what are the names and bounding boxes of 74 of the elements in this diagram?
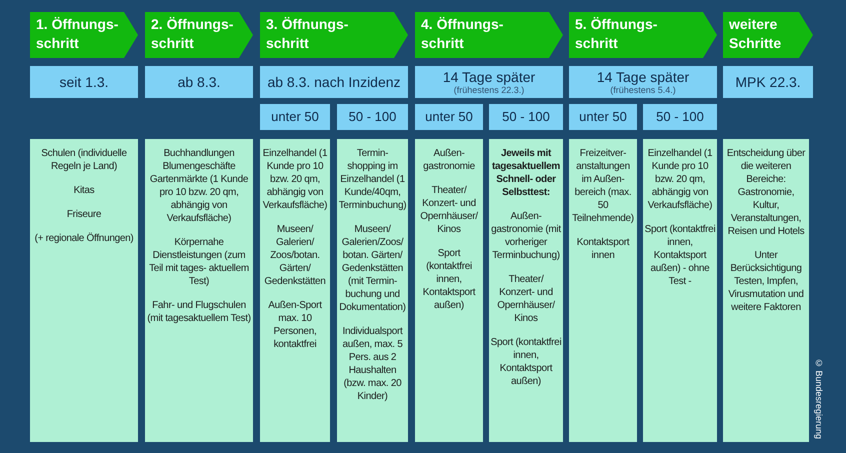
date-note: (frühestens 5.4.) xyxy=(610,85,676,95)
incidence-box xyxy=(643,104,717,130)
incidence-range: unter 50 xyxy=(425,108,473,126)
incidence-box xyxy=(569,104,637,130)
measure-text: Museen/ Galerien/ Zoos/botan. Gärten/ Gedenkstätten xyxy=(263,223,327,288)
measures-column xyxy=(30,139,138,442)
measure-text: Theater/ Konzert- und Opernhäuser/ Kinos xyxy=(496,273,556,325)
step-header xyxy=(30,12,138,58)
step-title: 1. Öffnungs- schritt xyxy=(35,15,120,53)
measure-text: Buchhandlungen Blumengeschäfte Gartenmärkte (1 Kunde pro 10 bzw. 20 qm, abhängig von Verkaufsfläche) xyxy=(148,147,250,225)
incidence-range: 50 - 100 xyxy=(502,108,550,126)
measures-column xyxy=(489,139,563,442)
measure-text: (+ regionale Öffnungen) xyxy=(34,232,134,245)
measures-column xyxy=(145,139,253,442)
step-title: 2. Öffnungs- schritt xyxy=(150,15,234,53)
date-text: 14 Tage später xyxy=(442,69,536,85)
measure-text: Körpernahe Dienstleistungen (zum Teil mit tages- aktuellem Test) xyxy=(148,236,250,288)
measure-text: Unter Berücksichtigung Testen, Impfen, Virusmutation und weitere Faktoren xyxy=(727,249,805,314)
step-header xyxy=(260,12,408,58)
date-box xyxy=(569,66,717,98)
step-header xyxy=(723,12,813,58)
step-title: weitere Schritte xyxy=(728,15,782,53)
measure-text: Termin- shopping im Einzelhandel (1 Kunde/40qm, Terminbuchung) xyxy=(338,147,407,212)
step-title: 3. Öffnungs- schritt xyxy=(265,15,350,53)
step-header xyxy=(415,12,563,58)
date-text: 14 Tage später xyxy=(596,69,690,85)
step-header xyxy=(145,12,253,58)
measure-text: Theater/ Konzert- und Opernhäuser/ Kinos xyxy=(419,184,479,236)
incidence-range: 50 - 100 xyxy=(656,108,704,126)
credit-text: © Bundesregierung xyxy=(813,358,824,440)
measure-text: Außen- gastronomie xyxy=(422,147,476,173)
date-note: (frühestens 22.3.) xyxy=(454,85,524,95)
measure-text: Museen/ Galerien/Zoos/ botan. Gärten/ Gedenkstätten (mit Termin- buchung und Dokumentation) xyxy=(338,223,407,314)
measure-text: Kitas xyxy=(74,184,94,197)
measures-column xyxy=(723,139,809,442)
measures-column xyxy=(643,139,717,442)
date-box xyxy=(145,66,253,98)
incidence-box xyxy=(337,104,408,130)
measure-text: Sport (kontaktfrei innen, Kontaktsport außen) - ohne Test - xyxy=(644,223,716,288)
date-box xyxy=(723,66,813,98)
incidence-box xyxy=(415,104,483,130)
step-header xyxy=(569,12,717,58)
measure-text: Fahr- und Flugschulen (mit tagesaktuellem Test) xyxy=(146,299,252,325)
date-box xyxy=(415,66,563,98)
measure-text: Außen- gastronomie (mit vorheriger Terminbuchung) xyxy=(490,210,562,262)
measures-column xyxy=(337,139,408,442)
step-title: 5. Öffnungs- schritt xyxy=(574,15,658,53)
measure-text: Jeweils mit tagesaktuellem Schnell- oder Selbsttest: xyxy=(490,147,562,199)
measure-text: Entscheidung über die weiteren Bereiche: Gastronomie, Kultur, Veranstaltungen, Reisen und Hotels xyxy=(726,147,806,238)
incidence-range: 50 - 100 xyxy=(348,108,396,126)
incidence-range: unter 50 xyxy=(271,108,319,126)
measure-text: Sport (kontaktfrei innen, Kontaktsport außen) xyxy=(422,247,476,312)
measure-text: Individualsport außen, max. 5 Pers. aus 2 Haushalten (bzw. max. 20 Kinder) xyxy=(341,325,404,403)
measure-text: Einzelhandel (1 Kunde pro 10 bzw. 20 qm, abhängig von Verkaufsfläche) xyxy=(646,147,714,212)
date-text: MPK 22.3. xyxy=(735,74,801,90)
measure-text: Schulen (individuelle Regeln je Land) xyxy=(40,147,128,173)
step-title: 4. Öffnungs- schritt xyxy=(420,15,504,53)
incidence-range: unter 50 xyxy=(579,108,627,126)
measure-text: Einzelhandel (1 Kunde pro 10 bzw. 20 qm, abhängig von Verkaufsfläche) xyxy=(262,147,328,212)
measures-column xyxy=(260,139,330,442)
date-text: ab 8.3. nach Inzidenz xyxy=(267,74,401,90)
measure-text: Sport (kontaktfrei innen, Kontaktsport außen) xyxy=(490,336,562,388)
measures-column xyxy=(415,139,483,442)
incidence-box xyxy=(260,104,330,130)
measure-text: Kontaktsport innen xyxy=(576,236,630,262)
measures-column xyxy=(569,139,637,442)
date-box xyxy=(30,66,138,98)
incidence-box xyxy=(489,104,563,130)
measure-text: Friseure xyxy=(66,208,102,221)
date-text: ab 8.3. xyxy=(178,74,220,90)
date-box xyxy=(260,66,408,98)
measure-text: Freizeitver- anstaltungen im Außen- bereich (max. 50 Teilnehmende) xyxy=(571,147,635,225)
measure-text: Außen-Sport max. 10 Personen, kontaktfrei xyxy=(267,299,323,351)
date-text: seit 1.3. xyxy=(59,74,109,90)
